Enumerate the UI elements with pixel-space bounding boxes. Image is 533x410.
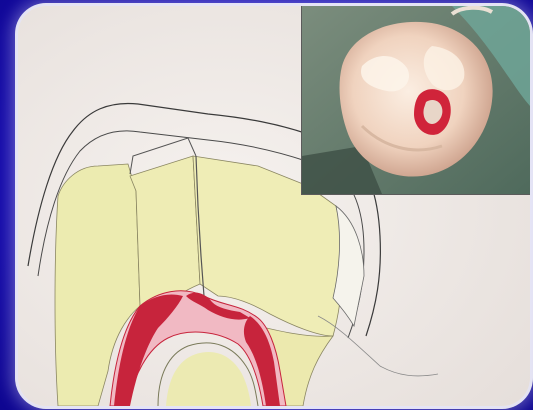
tooth-photo-icon (302, 6, 530, 194)
inset-clinical-photo (301, 6, 530, 195)
photo-frame (18, 6, 530, 406)
